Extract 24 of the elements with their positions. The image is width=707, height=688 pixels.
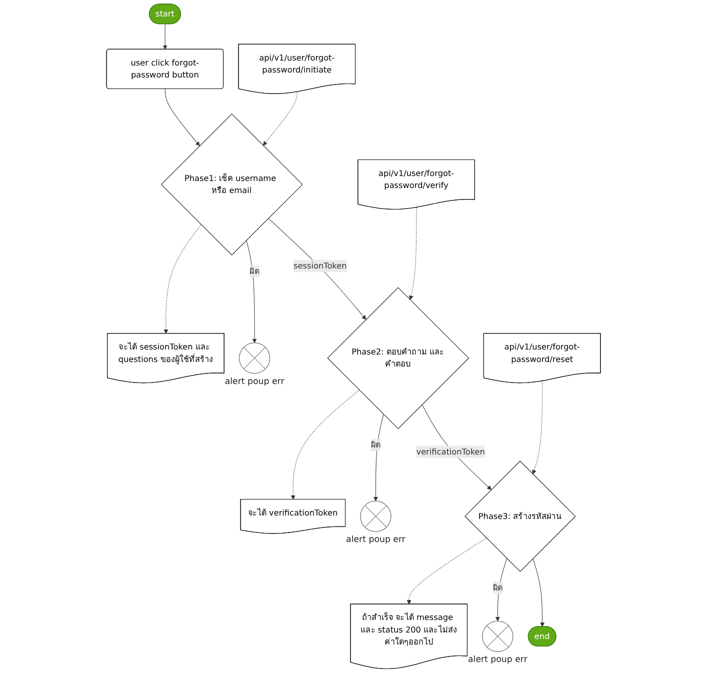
arrow bbox=[406, 538, 487, 604]
arrow bbox=[532, 380, 543, 474]
node-caption: alert poup err bbox=[346, 534, 406, 545]
edge-label: ผิด bbox=[250, 266, 260, 276]
arrow bbox=[262, 92, 298, 146]
arrow bbox=[164, 88, 200, 146]
edge-label: ผิด bbox=[492, 582, 503, 592]
arrow bbox=[162, 24, 168, 50]
arrow bbox=[374, 414, 384, 502]
edge-label: ผิด bbox=[370, 440, 381, 450]
arrow bbox=[532, 558, 545, 627]
node-caption: alert poup err bbox=[224, 376, 284, 387]
arrow bbox=[290, 390, 360, 500]
node-diamond: Phase1: เช็ค username หรือ email bbox=[160, 114, 303, 256]
arrow bbox=[495, 558, 508, 622]
arrow bbox=[408, 207, 417, 300]
node-diamond: Phase2: ตอบคำถาม และคำตอบ bbox=[327, 287, 470, 430]
edge-label: sessionToken bbox=[294, 260, 347, 271]
arrow bbox=[268, 218, 366, 320]
arrow bbox=[164, 224, 202, 334]
node-diamond: Phase3: สร้างรหัสผ่าน bbox=[464, 460, 576, 572]
edge-label: verificationToken bbox=[416, 446, 485, 456]
arrow bbox=[246, 240, 257, 344]
node-caption: alert poup err bbox=[468, 654, 528, 665]
